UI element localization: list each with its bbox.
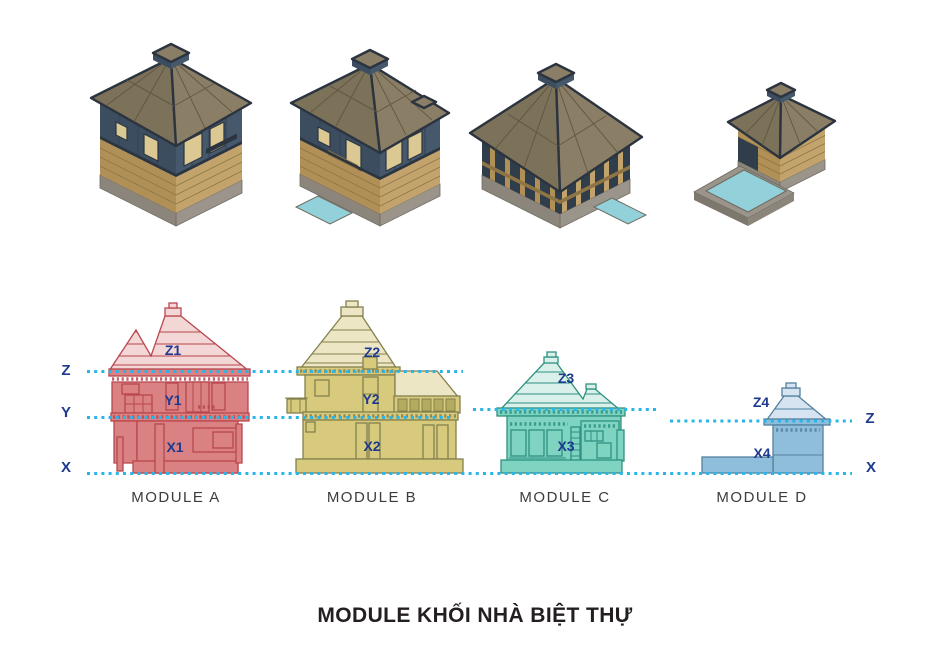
window [121,383,140,395]
window [185,381,210,413]
door [143,133,159,162]
elevation-module-b [285,300,464,474]
window [305,421,316,433]
pilaster [616,429,625,462]
axis-left-x: X [61,459,71,476]
base [500,459,623,474]
pool-deck-side [748,193,794,226]
label-x2: X2 [363,438,380,454]
label-z3: Z3 [558,370,575,386]
roof-cap [536,62,576,84]
labels: Z Y X Z X Z1 Y1 X1 Z2 Y2 X2 Z3 X3 Z4 X4 … [61,342,876,627]
window [528,429,545,457]
roof-cap [765,81,797,99]
axis-left-y: Y [61,404,71,421]
pool-deck-side [694,192,748,226]
elevation-module-a [107,302,251,474]
arch [445,398,456,412]
base [132,460,239,474]
roof-plane-right [169,56,253,148]
base [295,458,464,474]
bay-window [286,398,307,414]
pool-water [294,195,354,225]
window [596,442,612,459]
label-y1: Y1 [164,392,181,408]
iso-house-d [693,81,837,226]
iso-house-a-right-face [175,103,243,227]
roof-plane-right [554,76,644,194]
iso-house-c [468,62,648,229]
elevation-row [107,300,831,474]
label-z1: Z1 [165,342,182,358]
arch [397,398,408,412]
label-x1: X1 [166,439,183,455]
arch [409,398,420,412]
roof-cap-secondary [585,383,597,390]
pilaster [235,423,243,464]
eave-cornice [763,418,831,426]
window [546,429,563,457]
balcony [206,133,237,155]
arch [433,398,444,412]
label-x3: X3 [557,438,574,454]
porch-column [116,436,124,472]
label-x4: X4 [753,445,770,461]
roof-cap [543,356,559,364]
pool-water [592,197,648,225]
iso-house-a [89,42,253,227]
window [165,382,179,411]
label-y2: Y2 [362,391,379,407]
door [154,423,165,474]
page-title: MODULE KHỐI NHÀ BIỆT THỰ [317,603,632,627]
pavilion-opening [738,137,758,172]
roof-cap [781,387,801,397]
arch [421,398,432,412]
axis-right-x: X [866,459,876,476]
axis-right-z: Z [865,410,874,427]
roof-cap-secondary [410,94,438,110]
label-z2: Z2 [364,344,381,360]
roof-cap [151,42,191,64]
roof-cap [340,306,364,317]
module-c-name: MODULE C [519,489,610,506]
iso-render-row [89,42,837,229]
window [317,126,331,148]
pool-water [704,169,788,213]
window [436,424,449,460]
elevation-module-c [496,351,626,474]
roof-cap [350,48,390,70]
iso-house-b [289,48,451,227]
module-d-name: MODULE D [716,489,807,506]
window [407,130,423,161]
window [115,121,128,142]
dormer-window [362,356,378,370]
window [211,382,226,411]
eave-cornice [108,368,251,377]
window [584,430,604,442]
roof-cap [164,307,182,317]
tower-wall [772,424,824,474]
module-b-name: MODULE B [327,489,417,506]
axis-left-z: Z [61,362,70,379]
window [314,379,330,397]
wing-roof [394,370,461,399]
window [422,424,435,460]
module-a-name: MODULE A [131,489,221,506]
label-z4: Z4 [753,394,770,410]
roof-plane-right [368,62,451,155]
datum-lines [87,370,852,475]
roof-plane-right [778,93,837,160]
window [510,429,527,457]
